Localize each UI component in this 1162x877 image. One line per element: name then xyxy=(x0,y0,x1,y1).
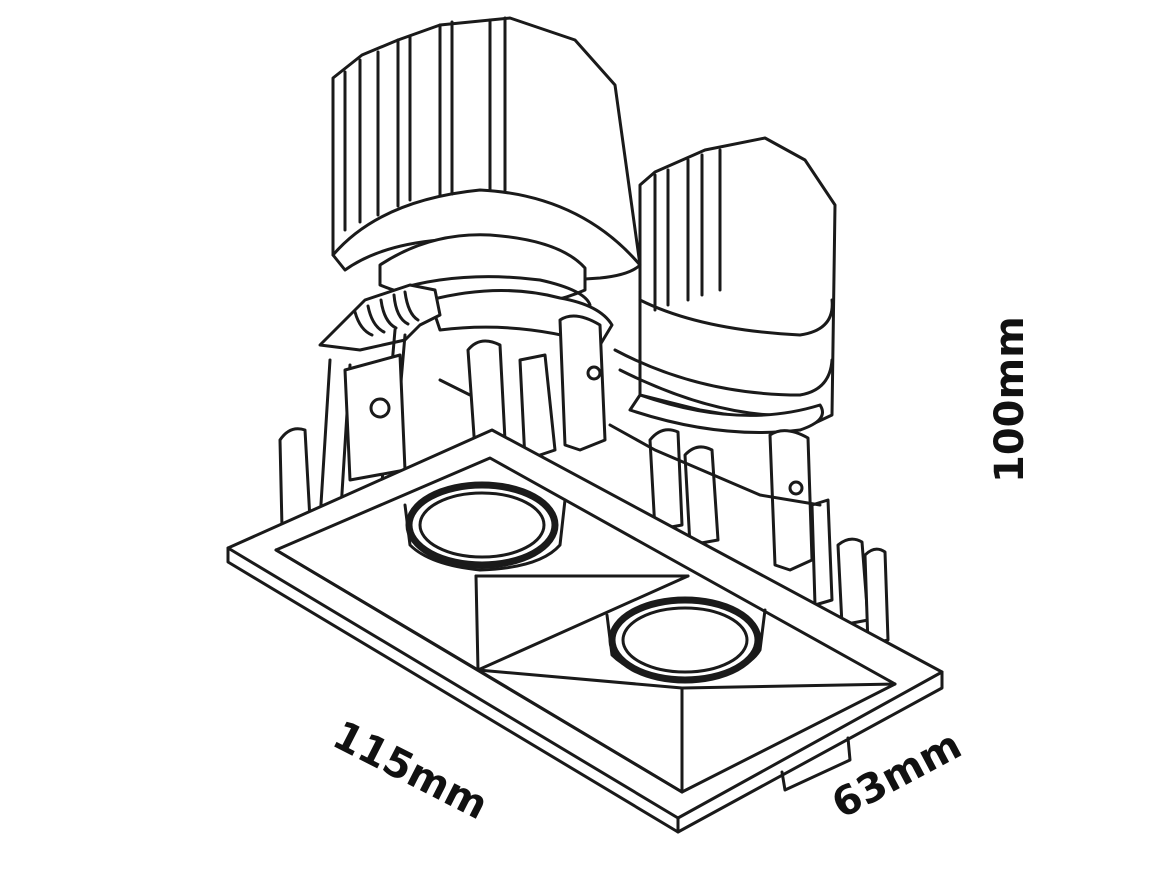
inner-body xyxy=(438,378,822,507)
lens-rings xyxy=(403,481,767,684)
spring-posts xyxy=(278,339,890,647)
rear-heatsink-module xyxy=(613,136,837,434)
height-dimension-label: 100mm xyxy=(987,316,1033,483)
trim-frame xyxy=(226,428,944,834)
